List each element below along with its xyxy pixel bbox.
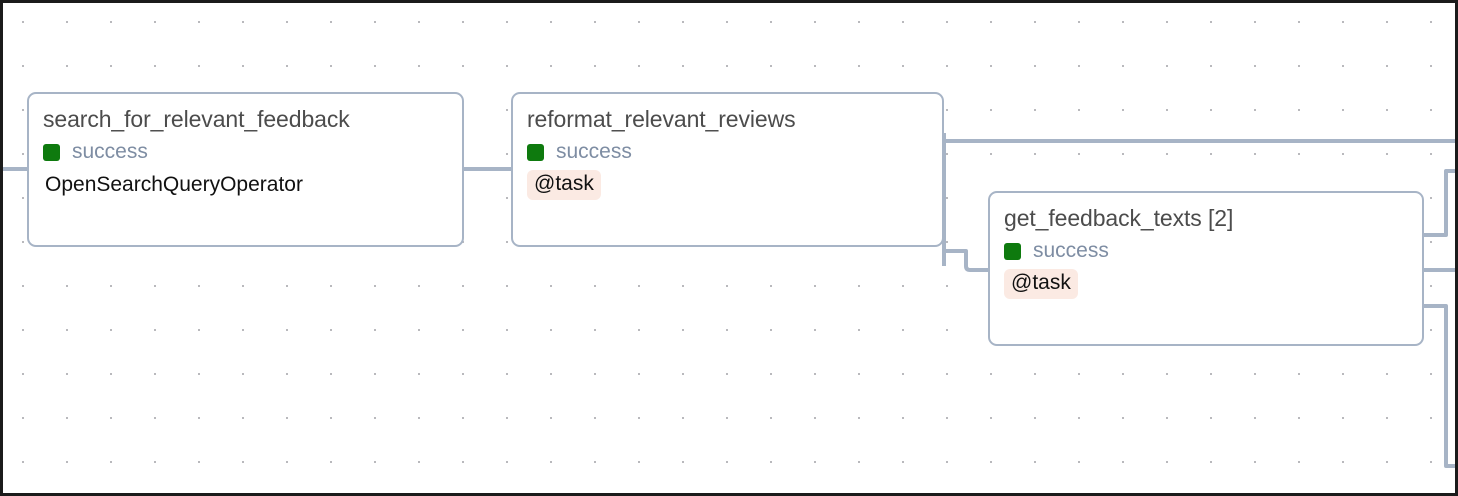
- node-state-label: success: [1033, 239, 1109, 262]
- graph-node-search-for-relevant-feedback[interactable]: search_for_relevant_feedback success Ope…: [27, 92, 464, 247]
- edge-reformat-to-getfeedback: [944, 249, 988, 272]
- status-swatch-success: [43, 143, 60, 161]
- status-swatch-success: [1004, 242, 1021, 260]
- graph-node-reformat-relevant-reviews[interactable]: reformat_relevant_reviews success @task: [511, 92, 944, 247]
- node-state-label: success: [72, 140, 148, 163]
- node-state-row: success: [43, 138, 448, 166]
- node-title: get_feedback_texts [2]: [1004, 205, 1234, 231]
- node-detail-row: @task: [527, 170, 928, 200]
- node-detail-row: @task: [1004, 269, 1408, 299]
- node-state-label: success: [556, 140, 632, 163]
- edge-getfeedback-out-upper: [1424, 169, 1455, 237]
- task-decorator-chip: @task: [1004, 269, 1078, 299]
- graph-node-get-feedback-texts[interactable]: get_feedback_texts [2] success @task: [988, 191, 1424, 346]
- status-swatch-success: [527, 143, 544, 161]
- node-title: reformat_relevant_reviews: [527, 106, 796, 132]
- node-state-row: success: [1004, 237, 1408, 265]
- node-title: search_for_relevant_feedback: [43, 106, 350, 132]
- edge-getfeedback-out-lower: [1424, 304, 1455, 468]
- task-decorator-chip: @task: [527, 170, 601, 200]
- node-state-row: success: [527, 138, 928, 166]
- node-operator-name: OpenSearchQueryOperator: [45, 173, 303, 196]
- node-detail-row: OpenSearchQueryOperator: [43, 170, 448, 200]
